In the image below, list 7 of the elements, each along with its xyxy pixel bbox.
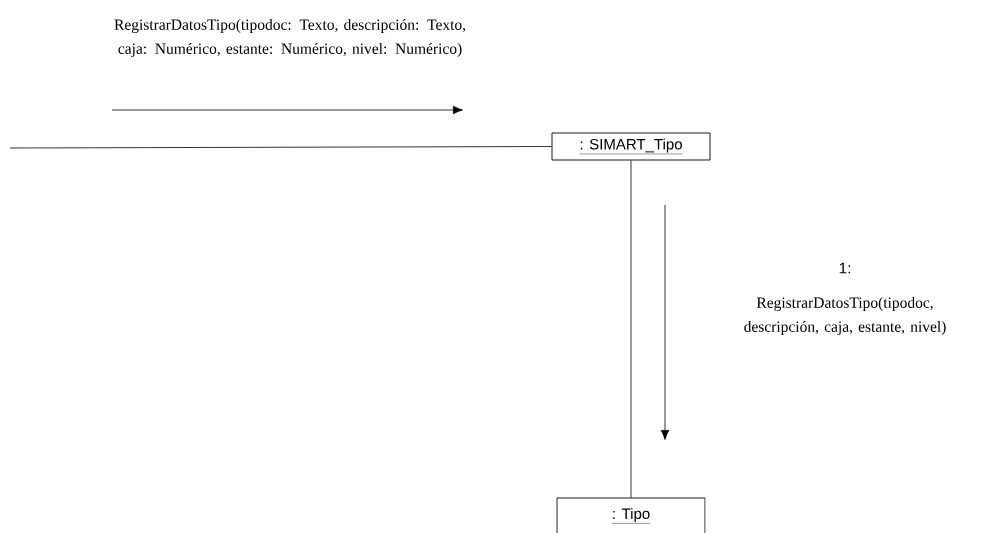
message-label: RegistrarDatosTipo(tipodoc: Texto, descripción: Texto, caja: Numérico, estante: Numérico, nivel: Numérico): [114, 18, 466, 58]
object-box: : Tipo: [556, 497, 706, 533]
link-line: [9, 146, 552, 149]
link-line: [630, 160, 632, 498]
message-label: RegistrarDatosTipo(tipodoc, descripción, caja, estante, nivel): [744, 296, 946, 336]
object-box: : SIMART_Tipo: [551, 132, 711, 161]
sequence-number: 1:: [839, 262, 851, 274]
